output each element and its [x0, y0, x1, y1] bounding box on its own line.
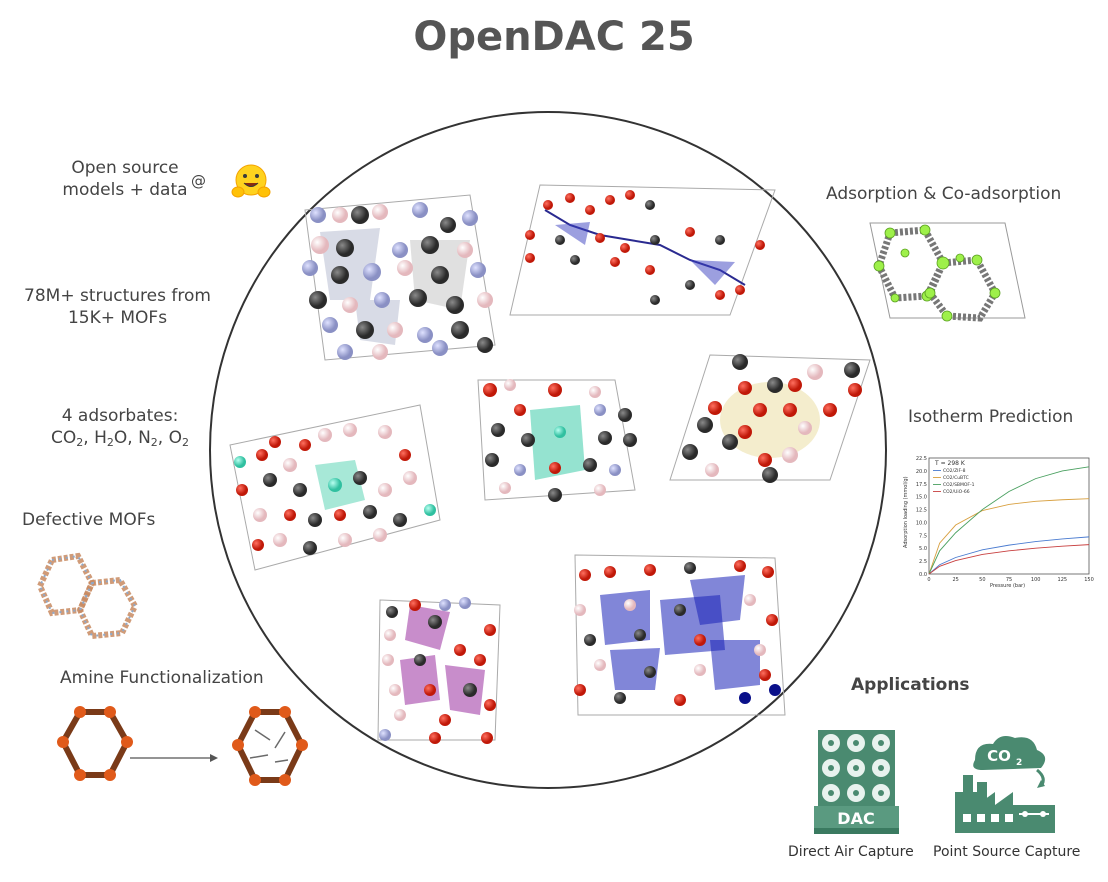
dac-sign-text: DAC: [837, 809, 874, 828]
chart-series: [928, 466, 1090, 575]
co2-cloud-sub: 2: [1016, 758, 1022, 768]
open-source-line2: models + data: [62, 180, 188, 200]
amine-label: Amine Functionalization: [60, 668, 264, 688]
mof-structure-2-atoms: [525, 190, 765, 305]
mof-ring-before: [59, 709, 131, 778]
chart-xticks: 0 25 50 75 100 125 150: [927, 577, 1093, 583]
y-tick-label: 22.5: [916, 456, 927, 462]
y-tick-label: 20.0: [916, 469, 927, 475]
legend-label: CO2/UiO-66: [943, 489, 970, 495]
mof-structure-4: [477, 379, 636, 501]
adsorbates-formulas: CO2, H2O, N2, O2: [51, 428, 189, 449]
x-tick-label: 75: [1006, 577, 1012, 583]
point-source-capture-icon: CO 2: [955, 736, 1055, 833]
adsorbates-label: 4 adsorbates: CO2, H2O, N2, O2: [30, 405, 210, 454]
defective-mofs-label: Defective MOFs: [22, 510, 156, 530]
chart-xlabel: Pressure (bar): [990, 583, 1025, 589]
structures-label: 78M+ structures from 15K+ MOFs: [10, 285, 225, 329]
outer-circle: [209, 111, 887, 789]
y-tick-label: 0.0: [919, 572, 927, 578]
open-source-line1: Open source: [71, 158, 179, 178]
applications-label: Applications: [851, 675, 970, 695]
legend-label: CO2/CuBTC: [943, 475, 969, 481]
mof-structure-5-atoms: [682, 354, 862, 483]
open-source-label: Open source models + data: [40, 157, 210, 201]
x-tick-label: 150: [1084, 577, 1094, 583]
direct-air-capture-icon: DAC: [814, 730, 899, 834]
series-line: [928, 544, 1090, 575]
at-symbol: @: [191, 172, 206, 190]
co2-cloud-text: CO: [987, 747, 1011, 765]
chart-yticks: 0.0 2.5 5.0 7.5 10.0 12.5 15.0 17.5 20.0 22.5: [916, 456, 927, 578]
x-tick-label: 50: [979, 577, 985, 583]
series-line: [928, 466, 1090, 575]
mof-structure-7-atoms: [574, 560, 781, 706]
mof-structure-1-atoms: [302, 202, 493, 360]
isotherm-chart: T = 298 K Adsorption loading (mmol/g) Pr…: [903, 456, 1094, 589]
structures-line1: 78M+ structures from: [24, 286, 211, 306]
y-tick-label: 7.5: [919, 533, 927, 539]
mof-structure-3-atoms: [234, 423, 436, 555]
isotherm-label: Isotherm Prediction: [908, 407, 1074, 427]
y-tick-label: 10.0: [916, 520, 927, 526]
mof-structure-2: [509, 184, 776, 316]
chart-ylabel: Adsorption loading (mmol/g): [903, 476, 909, 548]
defective-mof-image: [36, 552, 139, 640]
structures-line2: 15K+ MOFs: [67, 308, 168, 328]
legend-label: CO2/SBMOF-1: [943, 482, 975, 488]
mof-structure-4-atoms: [483, 379, 637, 502]
amine-functionalization-graphic: [57, 706, 308, 786]
mof-structure-7: [574, 554, 786, 716]
chart-title: T = 298 K: [934, 460, 966, 467]
hugging-face-icon[interactable]: [230, 162, 272, 202]
adsorption-mof-image: [869, 222, 1026, 322]
adsorption-label: Adsorption & Co-adsorption: [826, 184, 1062, 204]
direct-air-capture-label: Direct Air Capture: [788, 844, 914, 860]
x-tick-label: 100: [1031, 577, 1041, 583]
x-tick-label: 0: [927, 577, 930, 583]
point-source-capture-label: Point Source Capture: [933, 844, 1081, 860]
page-title: OpenDAC 25: [413, 14, 695, 60]
y-tick-label: 12.5: [916, 508, 927, 514]
y-tick-label: 5.0: [919, 546, 927, 552]
mof-ring-after: [234, 709, 306, 783]
x-tick-label: 125: [1058, 577, 1068, 583]
legend-label: CO2/ZIF-8: [943, 468, 966, 474]
mof-structure-6-atoms: [379, 597, 496, 744]
series-line: [928, 536, 1090, 575]
adsorbates-line1: 4 adsorbates:: [61, 406, 179, 426]
y-tick-label: 2.5: [919, 559, 927, 565]
y-tick-label: 15.0: [916, 495, 927, 501]
series-line: [928, 498, 1090, 575]
y-tick-label: 17.5: [916, 482, 927, 488]
arrow-head: [210, 754, 218, 762]
chart-plot-area: [928, 457, 1090, 575]
x-tick-label: 25: [952, 577, 958, 583]
